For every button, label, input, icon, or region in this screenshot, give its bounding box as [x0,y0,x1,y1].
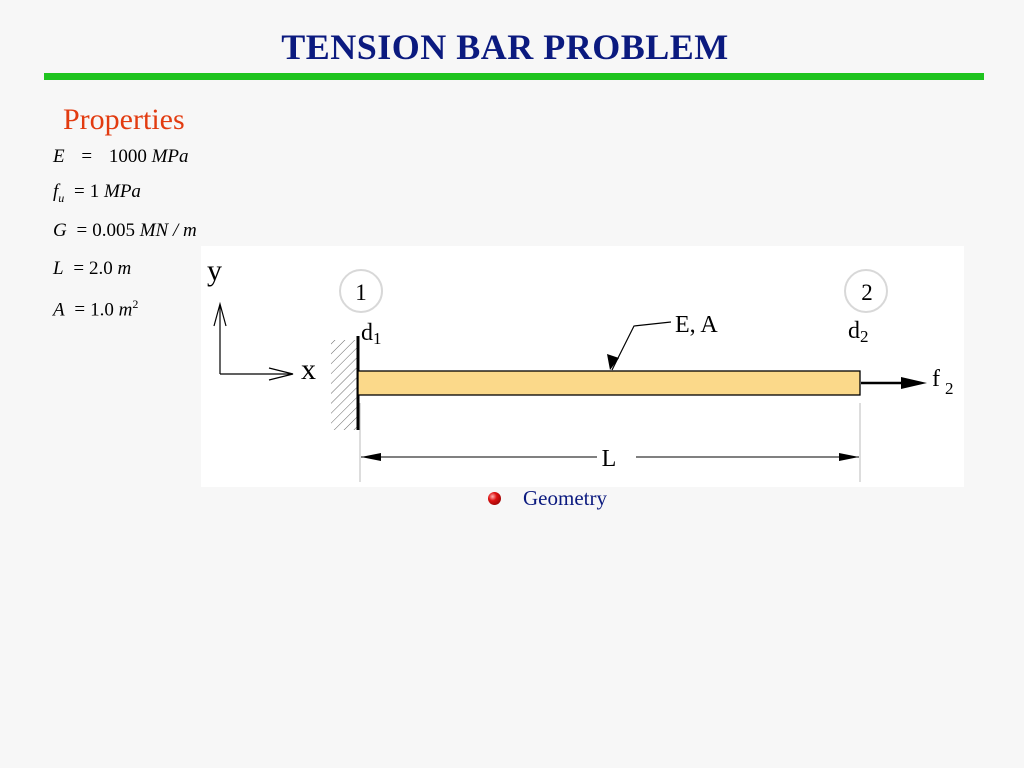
node-2-circle [844,269,888,313]
property-value: 1 [89,181,100,202]
property-symbol: E [53,146,65,167]
property-equals: = [74,299,86,321]
property-value: 0.005 [92,220,135,241]
title-divider [44,73,984,80]
property-L: L =2.0 m [53,258,131,280]
property-equals: = [73,258,85,279]
property-unit: m [118,299,133,321]
property-A: A =1.0 m2 [53,297,138,321]
property-superscript: 2 [132,297,139,311]
axis-y-label: y [207,254,222,287]
property-equals: = [76,220,88,241]
property-value: 1000 [108,146,147,167]
node-1-label: 1 [355,280,367,305]
slide-title: TENSION BAR PROBLEM [281,27,729,67]
section-heading: Properties [63,103,185,136]
d1-label: d1 [361,320,382,348]
material-label: E, A [675,312,718,338]
property-equals: = [74,181,85,202]
length-dimension [359,403,861,482]
property-unit: MPa [104,181,141,202]
property-symbol: f [53,181,59,202]
property-unit: MN / m [139,220,197,241]
tension-bar [357,370,861,396]
coordinate-axes [213,301,294,381]
node-2-label: 2 [861,280,873,305]
property-unit: m [117,258,132,279]
length-label: L [602,446,617,472]
node-1-circle [339,269,383,313]
property-subscript: u [58,190,65,205]
bullet-icon [488,492,501,505]
property-equals: = [81,146,93,167]
property-symbol: A [53,299,65,321]
force-arrow [861,377,927,389]
property-G: G =0.005 MN / m [53,220,197,242]
property-E: E = 1000 MPa [53,146,189,168]
bullet-item-geometry: Geometry [488,486,607,511]
property-symbol: G [53,220,67,241]
property-symbol: L [53,258,64,279]
material-leader [607,321,672,371]
wall-hatching [331,340,358,430]
property-unit: MPa [151,146,189,167]
axis-x-label: x [301,353,316,386]
d2-label: d2 [848,318,869,346]
property-value: 2.0 [89,258,113,279]
property-fu: fu =1 MPa [53,181,141,206]
bullet-label: Geometry [523,486,607,510]
property-value: 1.0 [90,299,114,321]
